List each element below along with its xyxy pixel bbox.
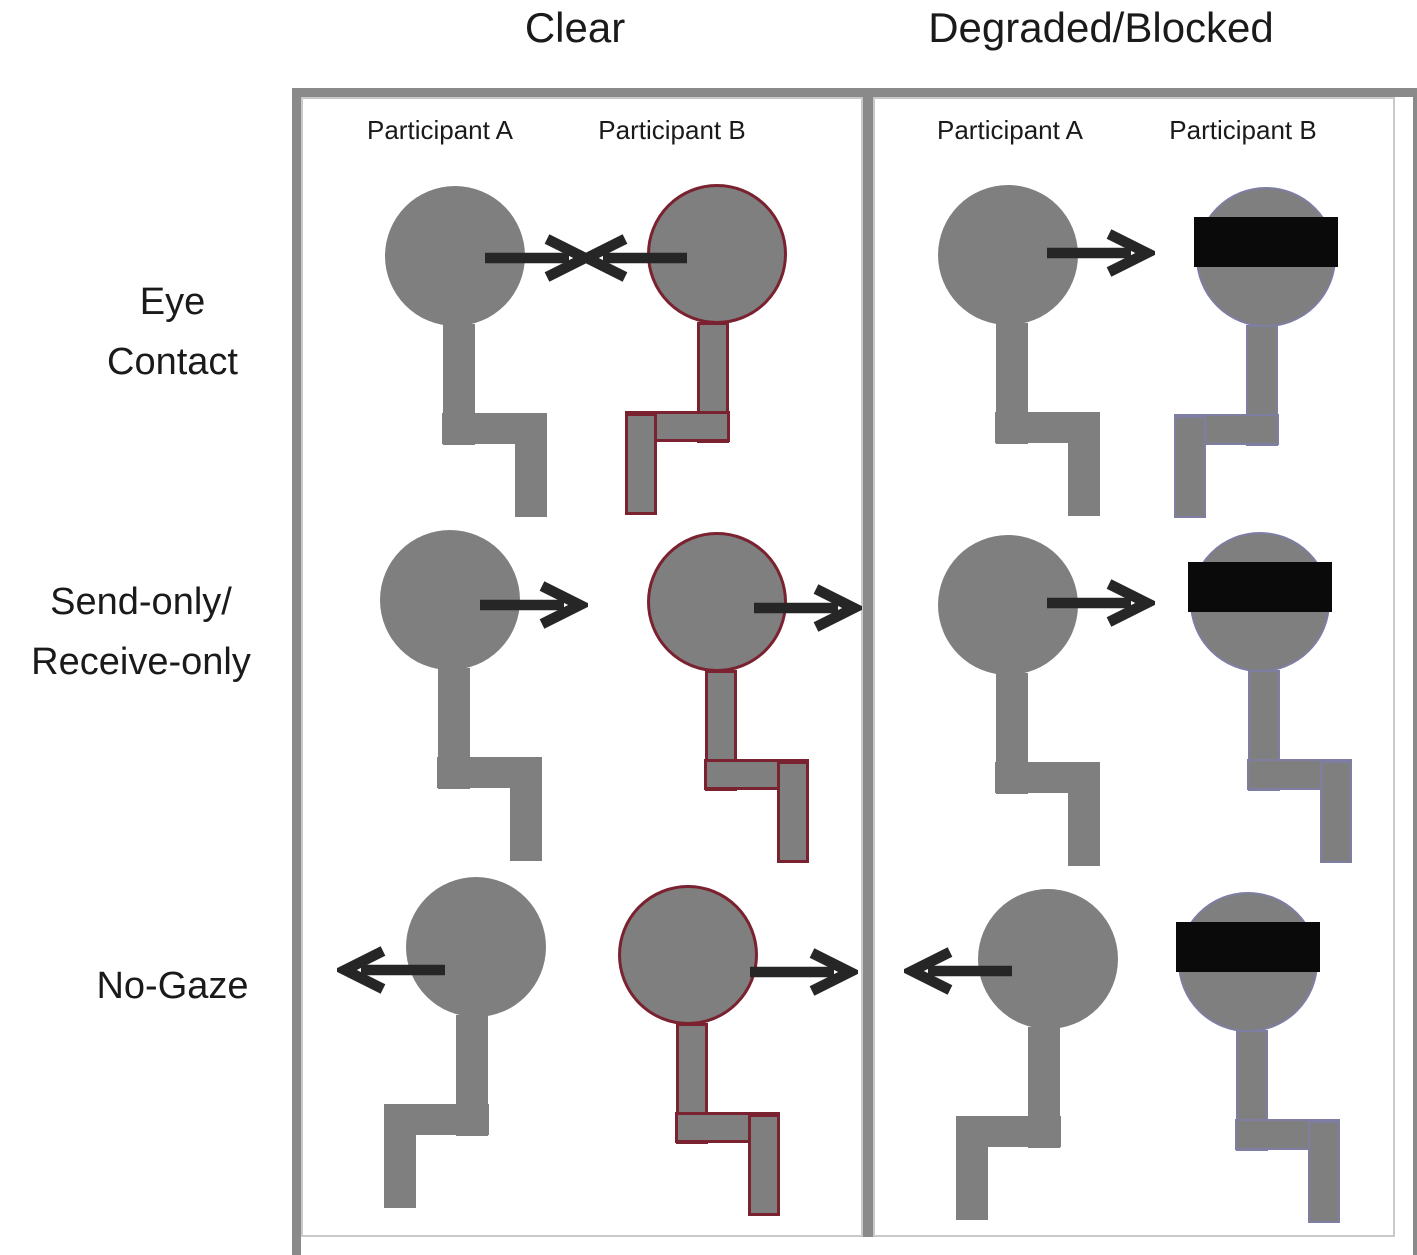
conditions-board: Participant A Participant B	[292, 88, 1417, 1255]
figure-shin	[748, 1114, 780, 1216]
degraded-eye-contact-participant-b-figure	[1161, 182, 1371, 522]
gaze-arrow-left-icon	[337, 946, 445, 994]
blindfold-bar	[1176, 922, 1320, 972]
column-header-clear: Clear	[524, 4, 626, 51]
gaze-arrow-right-icon	[750, 948, 858, 996]
figure-shin	[1320, 761, 1352, 863]
participant-b-label: Participant B	[598, 115, 746, 145]
clear-send-receive-participant-b-figure	[612, 527, 822, 867]
panel-divider	[863, 97, 873, 1237]
gaze-arrow-right-icon	[1047, 579, 1155, 627]
row-label-send-receive: Send-only/ Receive-only	[0, 572, 282, 692]
figure-shin	[956, 1118, 988, 1220]
gaze-arrow-right-icon	[754, 584, 862, 632]
panel-degraded-blocked: Participant A Participant B	[873, 97, 1395, 1237]
participant-a-label: Participant A	[937, 115, 1083, 145]
clear-send-receive-participant-a-figure	[345, 525, 555, 865]
row-label-line: Receive-only	[31, 641, 251, 683]
gaze-arrow-right-icon	[480, 581, 588, 629]
gaze-arrow-left-icon	[579, 234, 687, 282]
blindfold-bar	[1188, 562, 1332, 612]
column-header-degraded: Degraded/Blocked	[928, 4, 1274, 51]
degraded-no-gaze-participant-b-figure	[1143, 887, 1353, 1227]
figure-shin	[1174, 416, 1206, 518]
figure-shin	[1308, 1121, 1340, 1223]
clear-no-gaze-participant-b-figure	[583, 880, 793, 1220]
row-label-line: Send-only/	[50, 581, 232, 623]
row-label-no-gaze: No-Gaze	[60, 956, 285, 1016]
row-label-line: Eye	[139, 281, 206, 323]
figure-shin	[625, 413, 657, 515]
gaze-arrow-right-icon	[485, 234, 593, 282]
clear-no-gaze-participant-a-figure	[371, 872, 581, 1212]
participant-a-label: Participant A	[367, 115, 513, 145]
figure-shin	[1068, 764, 1100, 866]
figure-shin	[515, 415, 547, 517]
figure-shin	[384, 1106, 416, 1208]
clear-eye-contact-participant-b-figure	[612, 179, 822, 519]
participant-b-label: Participant B	[1169, 115, 1317, 145]
gaze-arrow-right-icon	[1047, 229, 1155, 277]
row-label-line: Contact	[107, 341, 238, 383]
clear-eye-contact-participant-a-figure	[350, 181, 560, 521]
degraded-send-receive-participant-b-figure	[1155, 527, 1365, 867]
blindfold-bar	[1194, 217, 1338, 267]
row-label-eye-contact: Eye Contact	[60, 272, 285, 392]
figure-shin	[777, 761, 809, 863]
panel-clear: Participant A Participant B	[301, 97, 863, 1237]
degraded-no-gaze-participant-a-figure	[943, 884, 1153, 1224]
figure-shin	[1068, 414, 1100, 516]
gaze-arrow-left-icon	[904, 947, 1012, 995]
figure-shin	[510, 759, 542, 861]
figure-head	[618, 885, 758, 1025]
row-label-line: No-Gaze	[96, 965, 249, 1007]
